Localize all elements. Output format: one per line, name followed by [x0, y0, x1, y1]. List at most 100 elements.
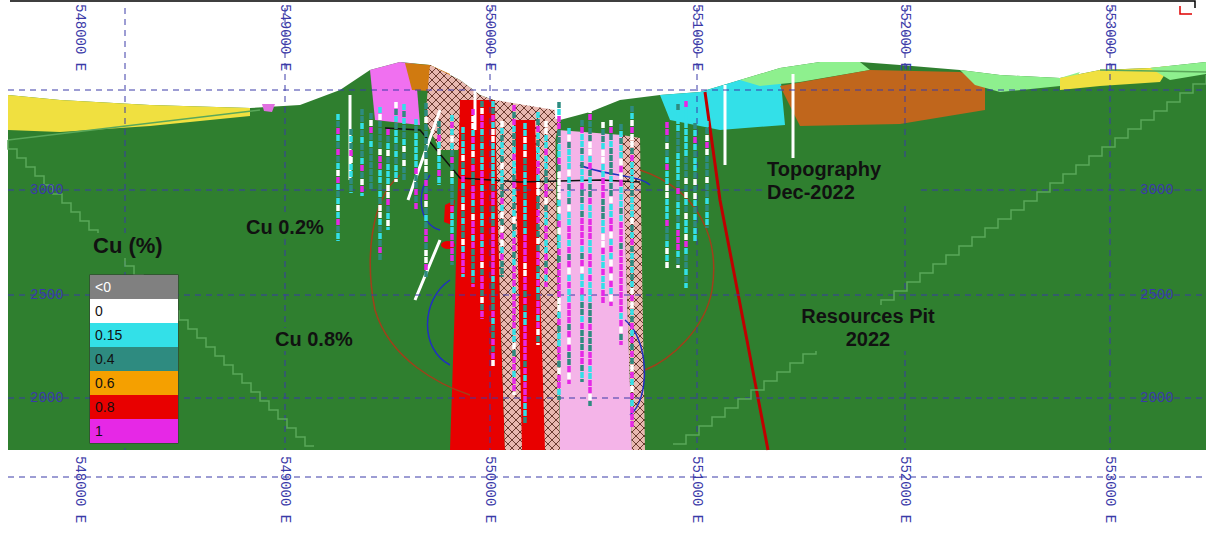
drill-sample — [378, 128, 382, 134]
drill-sample — [349, 185, 353, 191]
legend-swatch — [90, 419, 178, 443]
drill-sample — [609, 120, 613, 126]
drill-sample — [480, 171, 484, 177]
drill-sample — [471, 123, 475, 129]
drill-sample — [450, 136, 454, 142]
drill-sample — [544, 156, 548, 162]
drill-sample — [471, 228, 475, 234]
drill-sample — [349, 157, 353, 163]
drill-sample — [567, 240, 571, 246]
drill-sample — [601, 129, 605, 135]
ore-body — [444, 200, 455, 225]
drill-sample — [567, 366, 571, 372]
drill-sample — [619, 152, 623, 158]
drill-sample — [336, 156, 340, 162]
drill-sample — [437, 135, 441, 141]
drill-sample — [369, 162, 373, 168]
drill-sample — [684, 227, 688, 233]
drill-sample — [536, 168, 540, 174]
drill-sample — [557, 361, 561, 367]
drill-sample — [523, 242, 527, 248]
drill-sample — [567, 142, 571, 148]
drill-sample — [512, 371, 516, 377]
drill-sample — [394, 116, 398, 122]
drill-sample — [450, 178, 454, 184]
drill-sample — [471, 158, 475, 164]
drill-sample — [378, 142, 382, 148]
drill-sample — [630, 400, 634, 406]
legend-label: 0.6 — [95, 375, 114, 391]
drill-sample — [557, 305, 561, 311]
drill-sample — [619, 299, 623, 305]
drill-sample — [630, 120, 634, 126]
drill-sample — [491, 227, 495, 233]
drill-sample — [557, 235, 561, 241]
drill-sample — [369, 169, 373, 175]
drill-sample — [536, 238, 540, 244]
ore-body — [515, 120, 545, 450]
drill-sample — [480, 241, 484, 247]
drill-sample — [523, 137, 527, 143]
drill-sample — [360, 165, 364, 171]
axis-label: 553000 E — [1102, 456, 1118, 523]
drill-sample — [378, 205, 382, 211]
drill-sample — [567, 212, 571, 218]
drill-sample — [491, 220, 495, 226]
drill-sample — [523, 319, 527, 325]
drill-sample — [609, 218, 613, 224]
drill-sample — [378, 114, 382, 120]
drill-sample — [480, 164, 484, 170]
drill-sample — [360, 137, 364, 143]
drill-sample — [567, 380, 571, 384]
drill-sample — [386, 192, 390, 198]
drill-sample — [450, 206, 454, 212]
drill-sample — [567, 310, 571, 316]
drill-sample — [349, 178, 353, 184]
drill-sample — [536, 210, 540, 216]
drill-sample — [386, 157, 390, 163]
drill-sample — [536, 140, 540, 146]
drill-sample — [557, 396, 561, 400]
drill-sample — [630, 344, 634, 350]
drill-sample — [609, 148, 613, 154]
drill-sample — [580, 253, 584, 259]
drill-sample — [386, 129, 390, 135]
drill-sample — [523, 291, 527, 297]
drill-sample — [580, 267, 584, 273]
drill-sample — [567, 303, 571, 309]
drill-sample — [580, 197, 584, 203]
drill-sample — [536, 175, 540, 181]
drill-sample — [705, 135, 709, 141]
drill-sample — [512, 168, 516, 174]
drill-sample — [536, 322, 540, 328]
drill-sample — [378, 163, 382, 169]
drill-sample — [619, 271, 623, 277]
grade-label: Cu 0.2% — [243, 216, 327, 239]
drill-sample — [544, 275, 548, 281]
drill-sample — [471, 172, 475, 178]
drill-sample — [676, 181, 680, 187]
drill-sample — [360, 144, 364, 150]
drill-sample — [630, 421, 634, 427]
drill-sample — [630, 323, 634, 329]
drill-sample — [369, 134, 373, 140]
drill-sample — [601, 283, 605, 289]
drill-sample — [480, 185, 484, 191]
drill-sample — [619, 257, 623, 263]
drill-sample — [480, 143, 484, 149]
drill-sample — [580, 309, 584, 315]
frame — [10, 1, 1195, 8]
drill-sample — [491, 213, 495, 219]
drill-sample — [386, 164, 390, 170]
drill-sample — [630, 358, 634, 364]
drill-sample — [567, 352, 571, 358]
drill-sample — [491, 304, 495, 310]
drill-sample — [360, 172, 364, 178]
drill-sample — [693, 144, 697, 150]
drill-sample — [557, 389, 561, 395]
drill-sample — [619, 341, 623, 345]
drill-sample — [461, 246, 465, 252]
drill-sample — [705, 219, 709, 225]
drill-sample — [588, 163, 592, 169]
drill-sample — [424, 138, 428, 144]
